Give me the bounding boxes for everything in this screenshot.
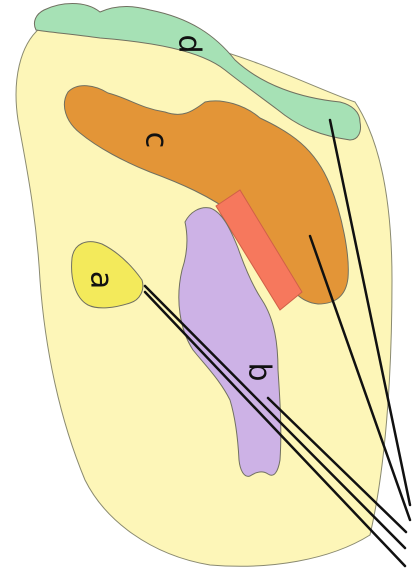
label-c: c: [139, 132, 174, 149]
label-d: d: [172, 34, 207, 53]
label-b: b: [242, 362, 277, 381]
label-a: a: [84, 271, 119, 289]
